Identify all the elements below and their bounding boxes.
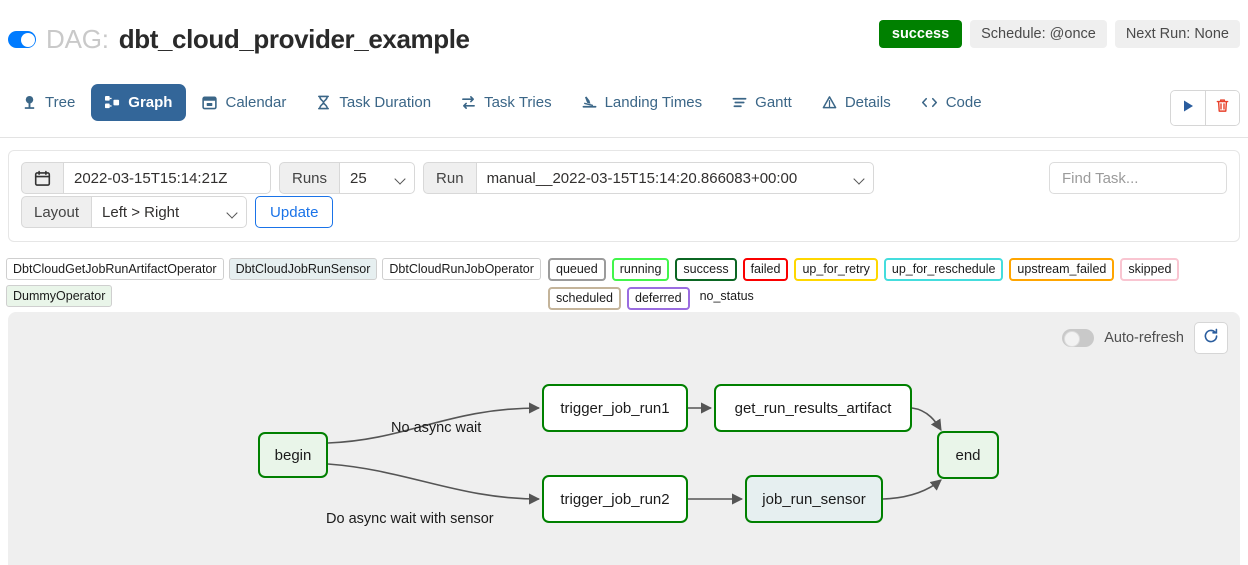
tab-label: Task Duration: [339, 94, 432, 111]
dag-action-group: [1170, 90, 1240, 126]
runs-label: Runs: [279, 162, 340, 194]
dag-run-select[interactable]: manual__2022-03-15T15:14:20.866083+00:00: [475, 162, 874, 194]
layout-group: Layout Left > Right: [21, 196, 248, 228]
num-runs-select[interactable]: 25: [339, 162, 416, 194]
calendar-icon[interactable]: [21, 162, 63, 194]
auto-refresh-toggle[interactable]: [1062, 329, 1095, 347]
layout-label: Layout: [21, 196, 92, 228]
task-node-label: trigger_job_run1: [560, 399, 670, 417]
tab-label: Gantt: [755, 94, 792, 111]
tab-label: Task Tries: [484, 94, 552, 111]
task-node-trigger-job-run1[interactable]: trigger_job_run1: [542, 384, 688, 432]
task-node-label: begin: [274, 446, 312, 464]
tab-label: Code: [945, 94, 982, 111]
tab-task-duration[interactable]: Task Duration: [302, 84, 445, 121]
tab-calendar[interactable]: Calendar: [188, 84, 300, 121]
state-label-no-status: no_status: [699, 289, 754, 303]
update-button[interactable]: Update: [255, 196, 334, 228]
trigger-dag-button[interactable]: [1171, 91, 1205, 125]
state-chip-failed: failed: [742, 258, 789, 281]
state-chip-upstream-failed: upstream_failed: [1009, 258, 1115, 281]
operator-chip: DbtCloudGetJobRunArtifactOperator: [6, 258, 224, 280]
state-chip-success: success: [675, 258, 737, 281]
landing-icon: [582, 95, 597, 110]
edge-label-no-async-wait: No async wait: [391, 420, 482, 436]
graph-toolbar: Auto-refresh: [1062, 322, 1228, 354]
task-node-label: job_run_sensor: [762, 490, 866, 508]
hourglass-icon: [316, 95, 331, 110]
dag-label: DAG:: [46, 24, 109, 54]
code-icon: [921, 95, 938, 110]
edge-label-do-async-wait: Do async wait with sensor: [326, 511, 494, 527]
task-node-begin[interactable]: begin: [258, 432, 328, 478]
tab-label: Graph: [128, 94, 173, 111]
tab-label: Calendar: [225, 94, 287, 111]
gantt-icon: [732, 95, 747, 110]
dag-pause-toggle[interactable]: [8, 31, 36, 48]
next-run-badge: Next Run: None: [1114, 20, 1240, 48]
tab-gantt[interactable]: Gantt: [718, 84, 806, 121]
state-chip-queued: queued: [548, 258, 606, 281]
graph-icon: [105, 95, 120, 110]
tab-tree[interactable]: Tree: [8, 84, 89, 121]
state-chip-deferred: deferred: [627, 287, 690, 310]
tab-landing-times[interactable]: Landing Times: [568, 84, 717, 121]
header-badges: success Schedule: @once Next Run: None: [878, 20, 1240, 48]
status-badge: success: [878, 20, 963, 48]
tab-list: Tree Graph Calendar Task Duration Task T: [8, 84, 996, 121]
retry-icon: [461, 95, 476, 110]
tab-label: Tree: [45, 94, 76, 111]
filter-panel: 2022-03-15T15:14:21Z Runs 25 Run manual_…: [8, 150, 1240, 242]
graph-edges: [327, 402, 942, 505]
operator-legend: DbtCloudGetJobRunArtifactOperator DbtClo…: [6, 258, 546, 307]
legend: DbtCloudGetJobRunArtifactOperator DbtClo…: [0, 254, 1248, 310]
operator-chip: DbtCloudJobRunSensor: [228, 258, 378, 280]
execution-date-input[interactable]: 2022-03-15T15:14:21Z: [63, 162, 271, 194]
layout-select[interactable]: Left > Right: [91, 196, 248, 228]
operator-chip: DbtCloudRunJobOperator: [382, 258, 541, 280]
graph-panel: Auto-refresh begin trigger_job_run1: [8, 312, 1240, 565]
dag-name: dbt_cloud_provider_example: [118, 24, 470, 54]
tab-label: Landing Times: [604, 94, 703, 111]
task-node-end[interactable]: end: [937, 431, 999, 479]
task-node-label: get_run_results_artifact: [734, 399, 892, 417]
task-node-label: end: [955, 446, 981, 464]
tab-task-tries[interactable]: Task Tries: [447, 84, 566, 121]
delete-dag-button[interactable]: [1205, 91, 1239, 125]
find-task-input[interactable]: Find Task...: [1049, 162, 1227, 194]
state-chip-running: running: [611, 258, 670, 281]
state-chip-scheduled: scheduled: [548, 287, 621, 310]
tab-graph[interactable]: Graph: [91, 84, 187, 121]
warning-triangle-icon: [822, 95, 837, 110]
state-chip-skipped: skipped: [1120, 258, 1180, 281]
num-runs-group: Runs 25: [279, 162, 416, 194]
tab-label: Details: [844, 94, 891, 111]
tab-details[interactable]: Details: [808, 84, 905, 121]
task-node-label: trigger_job_run2: [560, 490, 670, 508]
calendar-icon: [202, 95, 218, 110]
auto-refresh-label: Auto-refresh: [1104, 330, 1184, 346]
schedule-badge[interactable]: Schedule: @once: [970, 20, 1107, 48]
task-node-job-run-sensor[interactable]: job_run_sensor: [745, 475, 883, 523]
refresh-button[interactable]: [1194, 322, 1228, 354]
state-chip-up-for-reschedule: up_for_reschedule: [883, 258, 1004, 281]
state-legend: queued running success failed up_for_ret…: [548, 258, 1248, 310]
task-node-trigger-job-run2[interactable]: trigger_job_run2: [542, 475, 688, 523]
filter-row-primary: 2022-03-15T15:14:21Z Runs 25 Run manual_…: [21, 162, 874, 194]
task-node-get-run-results-artifact[interactable]: get_run_results_artifact: [714, 384, 912, 432]
filter-row-secondary: Layout Left > Right Update: [21, 196, 334, 228]
dag-header: DAG: dbt_cloud_provider_example success …: [0, 0, 1248, 72]
trash-icon: [1215, 98, 1230, 118]
date-picker-group: 2022-03-15T15:14:21Z: [21, 162, 271, 194]
refresh-icon: [1203, 328, 1219, 349]
run-select-group: Run manual__2022-03-15T15:14:20.866083+0…: [423, 162, 874, 194]
operator-chip: DummyOperator: [6, 285, 113, 307]
state-chip-up-for-retry: up_for_retry: [794, 258, 878, 281]
dag-title: DAG: dbt_cloud_provider_example: [8, 24, 470, 55]
tree-icon: [22, 95, 37, 110]
tab-code[interactable]: Code: [907, 84, 996, 121]
view-tabbar: Tree Graph Calendar Task Duration Task T: [0, 76, 1248, 138]
play-icon: [1181, 99, 1195, 118]
run-label: Run: [423, 162, 476, 194]
